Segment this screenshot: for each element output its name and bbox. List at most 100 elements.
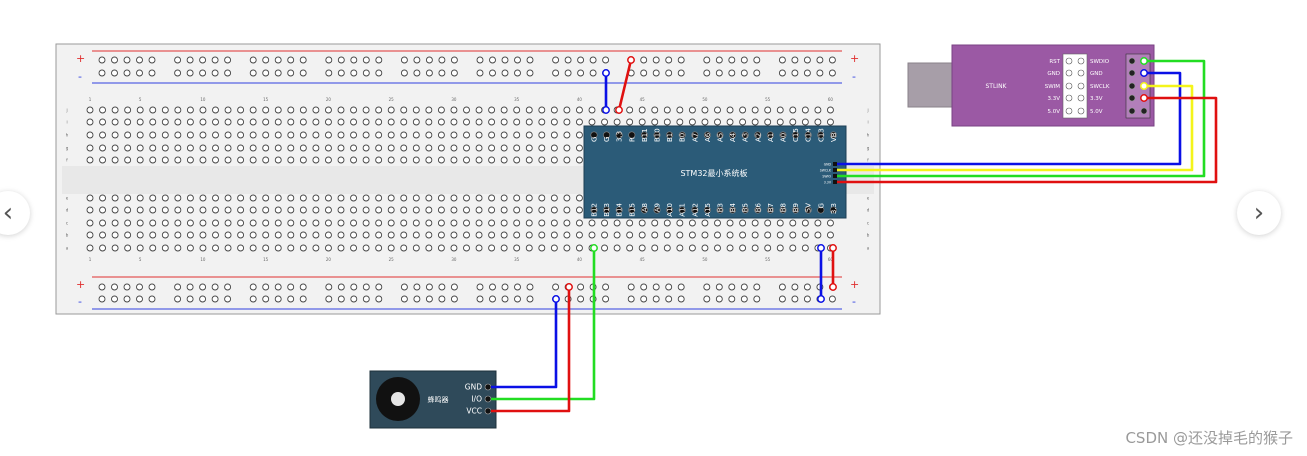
breadboard-hole: [463, 206, 470, 214]
breadboard-hole: [412, 118, 420, 126]
breadboard-hole: [337, 106, 345, 114]
rail-hole: [728, 56, 736, 64]
breadboard-hole: [237, 244, 245, 252]
breadboard-hole: [588, 106, 596, 114]
breadboard-hole: [161, 244, 169, 252]
breadboard-hole: [500, 219, 508, 227]
rail-hole: [148, 69, 156, 77]
stlink-right-pin-label: 3.3V: [1090, 96, 1103, 102]
rail-hole: [665, 56, 673, 64]
next-image-button[interactable]: ›: [1237, 191, 1281, 235]
breadboard-hole: [801, 106, 809, 114]
breadboard-hole: [626, 231, 634, 239]
rail-hole: [262, 69, 270, 77]
breadboard-hole: [463, 131, 470, 139]
stm32-bottom-pin-label: B4: [729, 202, 737, 212]
breadboard-hole: [312, 244, 320, 252]
stm32-bottom-pin: [615, 206, 623, 214]
breadboard-hole: [576, 244, 583, 252]
breadboard-hole: [550, 244, 558, 252]
breadboard-hole: [99, 131, 107, 139]
breadboard-hole: [437, 156, 445, 164]
breadboard-hole: [186, 106, 194, 114]
stm32-bottom-pin: [741, 206, 749, 214]
stm32-bottom-pin-label: A10: [666, 203, 674, 217]
breadboard-hole: [337, 156, 345, 164]
breadboard-hole: [513, 219, 521, 227]
rail-hole: [400, 69, 408, 77]
breadboard-hole: [488, 194, 496, 202]
stm32-bottom-pin-label: A12: [691, 203, 699, 217]
breadboard-hole: [136, 244, 144, 252]
stm32-top-pin: [590, 131, 598, 139]
column-number: 45: [640, 257, 646, 262]
rail-hole: [703, 56, 711, 64]
stlink-adapter: STLINK RSTGNDSWIM3.3V5.0VSWDIOGNDSWCLK3.…: [907, 44, 1155, 127]
stm32-bottom-pin-label: B14: [616, 202, 624, 216]
breadboard-hole: [350, 106, 357, 114]
breadboard-hole: [701, 219, 709, 227]
rail-hole: [262, 56, 270, 64]
breadboard-hole: [714, 219, 721, 227]
rail-hole: [677, 69, 685, 77]
breadboard-hole: [274, 244, 282, 252]
breadboard-hole: [626, 244, 634, 252]
breadboard-hole: [387, 131, 395, 139]
rail-hole: [186, 283, 194, 291]
breadboard-hole: [99, 206, 107, 214]
breadboard-hole: [249, 131, 257, 139]
breadboard-hole: [186, 156, 194, 164]
breadboard-hole: [739, 106, 747, 114]
breadboard-hole: [325, 144, 332, 152]
rail-hole: [640, 56, 648, 64]
breadboard-hole: [500, 194, 508, 202]
stm32-top-pin-label: B11: [641, 128, 649, 142]
rail-hole: [362, 69, 370, 77]
breadboard-hole: [224, 106, 232, 114]
breadboard-hole: [212, 118, 219, 126]
breadboard-hole: [249, 219, 257, 227]
rail-hole: [98, 283, 106, 291]
breadboard-hole: [174, 219, 182, 227]
stm32-bottom-pin-label: B6: [754, 202, 762, 212]
breadboard-hole: [249, 231, 257, 239]
breadboard-hole: [174, 194, 182, 202]
rail-hole: [778, 56, 786, 64]
breadboard-hole: [262, 106, 270, 114]
breadboard-hole: [99, 144, 107, 152]
stm32-bottom-pin: [779, 206, 787, 214]
breadboard-hole: [161, 206, 169, 214]
breadboard-hole: [86, 231, 94, 239]
breadboard-hole: [111, 131, 119, 139]
rail-hole: [425, 56, 433, 64]
breadboard-hole: [488, 219, 496, 227]
breadboard-hole: [149, 206, 157, 214]
rail-hole: [552, 283, 560, 291]
breadboard-hole: [350, 118, 357, 126]
breadboard-hole: [751, 106, 759, 114]
rail-hole: [337, 69, 345, 77]
breadboard-hole: [312, 156, 320, 164]
breadboard-hole: [437, 244, 445, 252]
stm32-top-pin: [729, 131, 737, 139]
breadboard-hole: [111, 156, 119, 164]
swd-io-wire: [837, 59, 1206, 178]
swd-gnd-wire: [837, 71, 1182, 166]
rail-plus-bottom-left: +: [76, 278, 85, 291]
stm32-top-pin-label: G: [591, 137, 599, 142]
rail-hole: [476, 69, 484, 77]
breadboard-hole: [827, 106, 834, 114]
breadboard-hole: [174, 231, 182, 239]
stm32-top-pin: [741, 131, 749, 139]
breadboard-hole: [387, 156, 395, 164]
breadboard-hole: [287, 206, 295, 214]
rail-hole: [174, 69, 182, 77]
rail-hole: [287, 295, 295, 303]
rail-hole: [413, 283, 421, 291]
rail-hole: [803, 69, 811, 77]
breadboard-hole: [124, 244, 132, 252]
row-letter: c: [867, 221, 869, 226]
breadboard-hole: [400, 106, 408, 114]
breadboard-hole: [350, 219, 357, 227]
breadboard-hole: [224, 131, 232, 139]
